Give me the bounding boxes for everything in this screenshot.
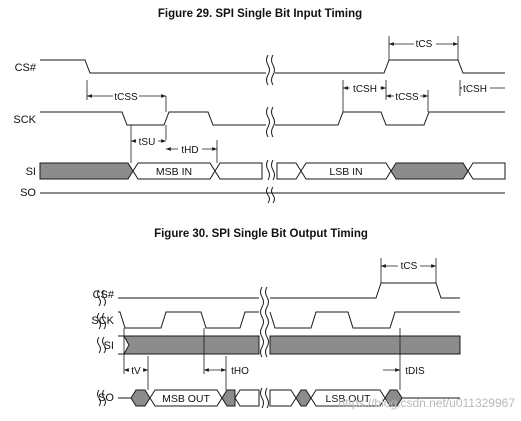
watermark-url: https://blog.csdn.net/u011329967 xyxy=(338,396,515,410)
f30-si-shaded-a xyxy=(123,335,260,355)
f29-param-thd: tHD xyxy=(181,145,198,156)
f29-break-marks xyxy=(266,54,275,204)
f29-param-tsu: tSU xyxy=(139,137,156,148)
f29-param-labels: tCS tCSS tCSH tCSS tCSH tSU tHD xyxy=(113,37,490,156)
figure-29: Figure 29. SPI Single Bit Input Timing C… xyxy=(13,8,506,204)
f30-param-tcs: tCS xyxy=(401,261,418,272)
f30-so-bit-a xyxy=(234,389,260,407)
f30-si-shaded-b xyxy=(269,335,461,355)
f30-param-tho: tHO xyxy=(231,366,249,377)
f30-label-si: SI xyxy=(104,340,114,352)
f30-cs-waveform xyxy=(118,282,460,299)
f29-si-tail xyxy=(467,162,506,180)
f29-sck-waveform xyxy=(40,111,505,126)
f29-cs-waveform xyxy=(40,59,505,74)
f30-param-labels: tCS tV tHO tDIS xyxy=(129,259,427,377)
f30-break-marks xyxy=(97,286,269,409)
f30-param-tv: tV xyxy=(131,366,141,377)
f30-so-invalid-b xyxy=(221,389,236,407)
f30-so-invalid-a xyxy=(130,389,151,407)
f29-cell-msb-in: MSB IN xyxy=(156,166,192,178)
figure-29-title: Figure 29. SPI Single Bit Input Timing xyxy=(158,8,362,20)
f29-label-si: SI xyxy=(26,166,36,178)
f30-sck-waveform xyxy=(118,311,460,329)
f29-param-tcss-a: tCSS xyxy=(114,92,138,103)
figure-30-title: Figure 30. SPI Single Bit Output Timing xyxy=(154,228,368,240)
f29-label-sck: SCK xyxy=(13,114,36,126)
f29-param-tcsh-b: tCSH xyxy=(463,84,487,95)
f30-reference-lines xyxy=(123,258,437,390)
f29-si-waveform: MSB IN LSB IN xyxy=(39,162,506,180)
f29-si-invalid-start xyxy=(39,162,134,180)
f29-si-invalid-end xyxy=(390,162,469,180)
f30-so-invalid-c xyxy=(295,389,312,407)
f29-param-tcsh-a: tCSH xyxy=(353,84,377,95)
f29-param-tcs: tCS xyxy=(416,39,433,50)
f30-so-waveform: MSB OUT LSB OUT xyxy=(118,389,460,407)
f29-si-bit-b xyxy=(276,162,302,180)
figure-30: Figure 30. SPI Single Bit Output Timing … xyxy=(91,228,461,409)
f29-si-bit-a xyxy=(214,162,263,180)
f29-param-tcss-b: tCSS xyxy=(395,92,419,103)
f30-so-bit-b xyxy=(269,389,297,407)
f29-label-so: SO xyxy=(20,187,36,199)
f30-param-tdis: tDIS xyxy=(405,366,425,377)
f30-si-waveform xyxy=(118,335,461,355)
f30-cell-lsb-out: LSB OUT xyxy=(326,393,372,405)
f29-cell-lsb-in: LSB IN xyxy=(329,166,362,178)
f30-cell-msb-out: MSB OUT xyxy=(162,393,210,405)
f29-label-cs: CS# xyxy=(15,62,37,74)
